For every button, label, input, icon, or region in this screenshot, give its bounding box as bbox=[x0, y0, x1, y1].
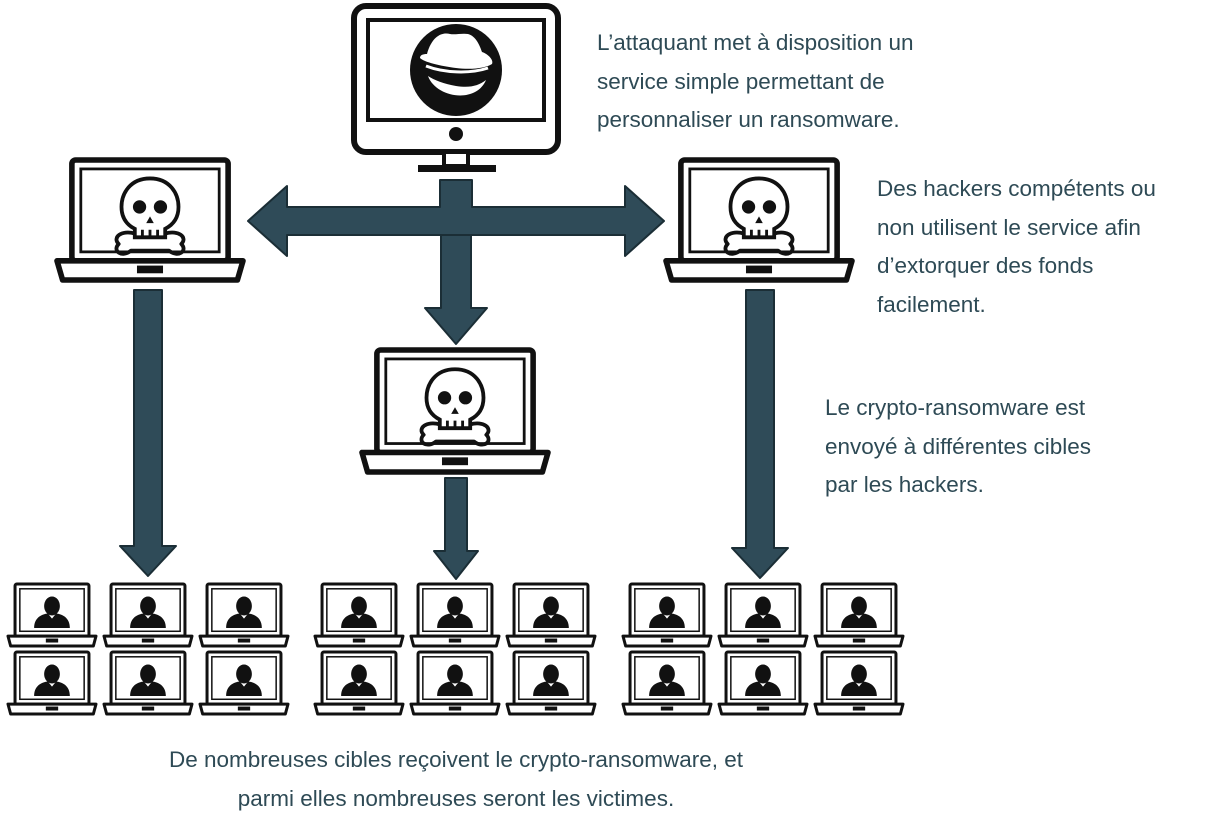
hacker-laptop-left bbox=[54, 157, 246, 283]
redhat-fedora-logo-icon bbox=[410, 24, 502, 116]
hacker-laptop-right bbox=[663, 157, 855, 283]
victim-laptop bbox=[198, 582, 290, 648]
down-arrow-left-victims bbox=[119, 289, 177, 577]
arrows bbox=[119, 179, 789, 580]
victim-laptop bbox=[813, 582, 905, 648]
victim-laptop bbox=[198, 650, 290, 716]
targets-caption: De nombreuses cibles reçoivent le crypto… bbox=[0, 741, 912, 818]
down-arrow-center-victims bbox=[433, 477, 479, 580]
hacker-laptop-center bbox=[359, 347, 551, 475]
caption-line: personnaliser un ransomware. bbox=[597, 107, 900, 132]
victim-group-center bbox=[313, 582, 597, 716]
caption-line: Le crypto-ransomware est bbox=[825, 395, 1086, 420]
victim-laptop bbox=[409, 582, 501, 648]
caption-line: De nombreuses cibles reçoivent le crypto… bbox=[169, 747, 743, 772]
victim-laptop bbox=[505, 582, 597, 648]
caption-line: envoyé à différentes cibles bbox=[825, 433, 1092, 459]
victim-laptop bbox=[102, 582, 194, 648]
caption-line: L’attaquant met à disposition un bbox=[597, 30, 914, 55]
victim-laptop bbox=[102, 650, 194, 716]
distribution-double-arrow bbox=[247, 179, 665, 257]
distribution-caption: Le crypto-ransomware est envoyé à différ… bbox=[825, 389, 1091, 505]
caption-line: service simple permettant de bbox=[597, 68, 885, 94]
hackers-caption: Des hackers compétents ou non utilisent … bbox=[877, 170, 1156, 324]
caption-line: parmi elles nombreuses seront les victim… bbox=[237, 785, 675, 811]
attacker-monitor bbox=[351, 3, 561, 172]
victim-laptop bbox=[621, 582, 713, 648]
victim-laptop bbox=[409, 650, 501, 716]
victim-group-left bbox=[6, 582, 290, 716]
victim-laptop bbox=[717, 582, 809, 648]
victim-group-right bbox=[621, 582, 905, 716]
victim-laptop bbox=[621, 650, 713, 716]
caption-line: non utilisent le service afin bbox=[877, 214, 1141, 240]
caption-line: Des hackers compétents ou bbox=[877, 176, 1156, 201]
caption-line: par les hackers. bbox=[825, 472, 984, 497]
victim-laptop bbox=[6, 650, 98, 716]
victim-laptop bbox=[313, 582, 405, 648]
victim-laptop bbox=[313, 650, 405, 716]
caption-line: facilement. bbox=[877, 291, 986, 317]
down-arrow-right-victims bbox=[731, 289, 789, 579]
caption-line: d’extorquer des fonds bbox=[877, 253, 1094, 278]
attacker-caption: L’attaquant met à disposition un service… bbox=[597, 24, 913, 140]
victim-laptop bbox=[717, 650, 809, 716]
hacker-laptops bbox=[54, 157, 855, 475]
victim-laptop bbox=[505, 650, 597, 716]
victim-laptop bbox=[813, 650, 905, 716]
victim-laptop bbox=[6, 582, 98, 648]
victim-laptops bbox=[6, 582, 905, 716]
down-arrow-center-hacker bbox=[424, 234, 488, 345]
